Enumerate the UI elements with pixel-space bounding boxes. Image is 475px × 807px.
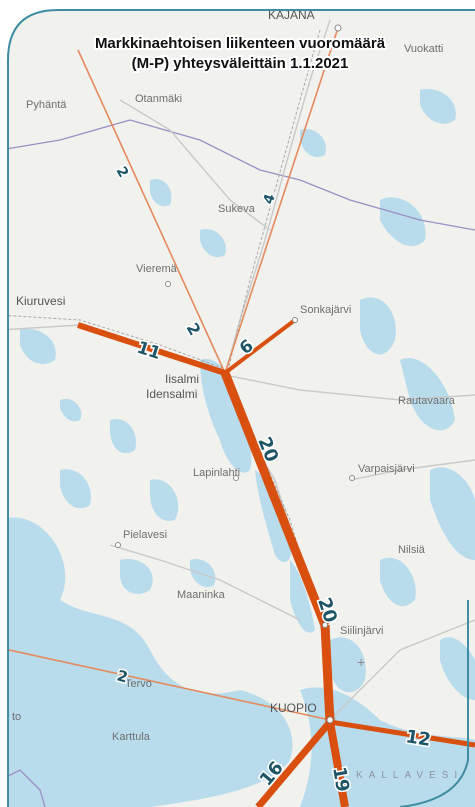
place-karttula: Karttula: [112, 731, 151, 743]
road: [349, 459, 475, 481]
lake: [110, 419, 136, 454]
place-kuopio: KUOPIO: [270, 701, 317, 715]
place-pielavesi: Pielavesi: [123, 529, 167, 541]
town-marker-vierema: [165, 281, 171, 287]
town-marker-kajana: [334, 24, 342, 32]
route-sonkajarvi: [223, 318, 297, 375]
place-varpaisjarvi: Varpaisjärvi: [358, 463, 415, 475]
road: [224, 374, 475, 401]
lake: [200, 229, 226, 258]
place-tervo: Tervo: [125, 678, 152, 690]
route-label-kuopio-east: 12: [404, 726, 432, 751]
lake: [150, 179, 172, 207]
route-kuopio-east: [329, 719, 475, 748]
route-kiuruvesi: [77, 322, 226, 376]
town-marker-pielavesi: [115, 542, 121, 548]
lake: [420, 89, 456, 124]
lake: [150, 479, 179, 521]
place-iisalmi: Iisalmi: [165, 372, 199, 386]
map-title: Markkinaehtoisen liikenteen vuoromäärä (…: [93, 33, 388, 74]
route-label-kuopio-south: 19: [328, 765, 353, 793]
place-labels: KAJANA Vuokatti Pyhäntä Otanmäki Sukeva …: [12, 8, 463, 781]
title-line1: Markkinaehtoisen liikenteen vuoromäärä: [95, 35, 386, 52]
place-kiuruvesi: Kiuruvesi: [16, 294, 65, 308]
admin-border: [0, 769, 46, 807]
lake: [330, 637, 366, 693]
place-to: to: [12, 711, 21, 723]
town-markers: [115, 24, 355, 724]
place-pyhanta: Pyhäntä: [26, 99, 67, 111]
route-tervo-kuopio: [0, 647, 331, 721]
place-vierema: Vieremä: [136, 263, 178, 275]
lake: [400, 358, 455, 431]
map-frame-border-corner: [399, 600, 469, 807]
lake: [20, 329, 56, 365]
railway: [227, 29, 321, 371]
place-rautavaara: Rautavaara: [398, 395, 456, 407]
lake: [380, 197, 426, 247]
lake: [430, 467, 475, 560]
town-marker-lapinlahti: [233, 475, 239, 481]
route-kuopio-southwest: [255, 719, 333, 807]
place-maaninka: Maaninka: [177, 589, 226, 601]
route-siilinjarvi-kuopio: [320, 624, 335, 723]
road: [329, 619, 475, 721]
lake: [360, 297, 396, 355]
route-north-east: [224, 27, 339, 374]
lake: [255, 470, 292, 563]
lake: [60, 469, 91, 509]
main-routes: [77, 318, 475, 807]
route-north-west: [77, 49, 226, 374]
lake: [200, 359, 252, 473]
town-marker-sonkajarvi: [292, 317, 298, 323]
place-kajana: KAJANA: [268, 8, 315, 22]
road: [119, 99, 271, 231]
lake: [60, 399, 82, 422]
place-idensalmi: Idensalmi: [146, 387, 197, 401]
admin-borders: [0, 119, 475, 807]
place-otanmaki: Otanmäki: [135, 93, 182, 105]
airport-icon: +: [357, 654, 365, 670]
road: [109, 544, 301, 621]
place-kallavesi: KALLAVESI: [356, 770, 463, 781]
lake: [440, 637, 475, 700]
lake: [120, 559, 153, 595]
railway: [0, 314, 229, 371]
place-vuokatti: Vuokatti: [404, 43, 443, 55]
lake: [290, 560, 315, 633]
lake: [190, 559, 216, 588]
route-iisalmi-siilinjarvi: [220, 371, 330, 627]
town-marker-varpaisjarvi: [349, 475, 355, 481]
town-marker-kuopio: [326, 716, 334, 724]
thin-routes: [0, 27, 339, 721]
town-marker-siilinjarvi: [322, 622, 328, 628]
place-sukeva: Sukeva: [218, 203, 256, 215]
map-frame-border: [7, 9, 475, 807]
place-lapinlahti: Lapinlahti: [193, 467, 240, 479]
lake: [0, 620, 107, 780]
place-sonkajarvi: Sonkajärvi: [300, 304, 351, 316]
title-line2: (M-P) yhteysväleittäin 1.1.2021: [132, 55, 349, 72]
lake: [380, 557, 416, 607]
lakes: [0, 89, 475, 807]
admin-border: [0, 119, 475, 231]
place-nilsia: Nilsiä: [398, 544, 426, 556]
route-kuopio-south: [326, 721, 349, 807]
lake: [300, 129, 326, 158]
place-siilinjarvi: Siilinjärvi: [340, 625, 383, 637]
